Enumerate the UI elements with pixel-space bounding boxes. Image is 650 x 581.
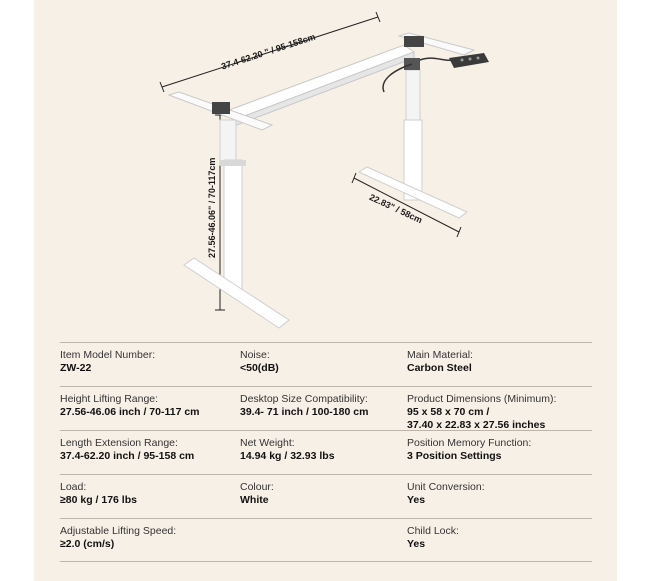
- spec-value: White: [240, 494, 269, 506]
- height-dimension-label: 27.56-46.06" / 70-117cm: [207, 157, 217, 258]
- spec-value-line-2: 37.40 x 22.83 x 27.56 inches: [407, 419, 546, 431]
- spec-label: Product Dimensions (Minimum):: [407, 393, 557, 405]
- right-column-lower: [403, 119, 423, 201]
- desk-frame-drawing: [159, 11, 489, 329]
- spec-label: Adjustable Lifting Speed:: [60, 525, 177, 537]
- spec-cell: Colour: White: [240, 475, 407, 518]
- spec-cell: Main Material: Carbon Steel: [407, 343, 592, 386]
- spec-row: Adjustable Lifting Speed: ≥2.0 (cm/s) Ch…: [60, 518, 592, 562]
- depth-dimension-line: [351, 172, 462, 238]
- spec-label: Item Model Number:: [60, 349, 156, 361]
- right-bracket: [404, 36, 424, 47]
- spec-value: Carbon Steel: [407, 362, 472, 374]
- spec-row: Item Model Number: ZW-22 Noise: <50(dB) …: [60, 342, 592, 386]
- spec-value: 3 Position Settings: [407, 450, 502, 462]
- spec-cell: Length Extension Range: 37.4-62.20 inch …: [60, 431, 240, 474]
- spec-label: Desktop Size Compatibility:: [240, 393, 368, 405]
- spec-cell-empty: [240, 519, 407, 561]
- spec-value: 95 x 58 x 70 cm /: [407, 406, 490, 418]
- left-foot: [183, 257, 290, 329]
- spec-label: Child Lock:: [407, 525, 459, 537]
- spec-label: Unit Conversion:: [407, 481, 485, 493]
- left-column-upper: [219, 119, 237, 166]
- spec-value: 37.4-62.20 inch / 95-158 cm: [60, 450, 195, 462]
- spec-row: Load: ≥80 kg / 176 lbs Colour: White Uni…: [60, 474, 592, 518]
- spec-value: ≥80 kg / 176 lbs: [60, 494, 137, 506]
- spec-value: 27.56-46.06 inch / 70-117 cm: [60, 406, 200, 418]
- spec-label: Main Material:: [407, 349, 473, 361]
- spec-cell: Net Weight: 14.94 kg / 32.93 lbs: [240, 431, 407, 474]
- spec-value: 14.94 kg / 32.93 lbs: [240, 450, 335, 462]
- spec-cell: Item Model Number: ZW-22: [60, 343, 240, 386]
- desk-frame-illustration: 37.4-62.20 " / 95-158cm 27.56-46.06" / 7…: [34, 0, 617, 340]
- left-bracket: [212, 102, 230, 114]
- spec-label: Height Lifting Range:: [60, 393, 159, 405]
- spec-value: Yes: [407, 494, 426, 506]
- spec-cell: Unit Conversion: Yes: [407, 475, 592, 518]
- left-column-lower: [223, 159, 243, 291]
- product-sheet: 37.4-62.20 " / 95-158cm 27.56-46.06" / 7…: [34, 0, 617, 581]
- spec-value: ≥2.0 (cm/s): [60, 538, 115, 550]
- spec-label: Length Extension Range:: [60, 437, 178, 449]
- spec-cell: Load: ≥80 kg / 176 lbs: [60, 475, 240, 518]
- spec-cell: Adjustable Lifting Speed: ≥2.0 (cm/s): [60, 519, 240, 561]
- spec-label: Colour:: [240, 481, 274, 493]
- spec-value: Yes: [407, 538, 426, 550]
- right-column-upper: [405, 69, 421, 126]
- right-foot: [357, 166, 468, 219]
- spec-cell: Height Lifting Range: 27.56-46.06 inch /…: [60, 387, 240, 430]
- control-box: [449, 53, 489, 68]
- spec-value: ZW-22: [60, 362, 92, 374]
- spec-value: 39.4- 71 inch / 100-180 cm: [240, 406, 369, 418]
- spec-label: Load:: [60, 481, 87, 493]
- specifications-table: Item Model Number: ZW-22 Noise: <50(dB) …: [60, 342, 592, 562]
- spec-cell: Product Dimensions (Minimum): 95 x 58 x …: [407, 387, 592, 431]
- width-dimension-line: [159, 11, 381, 93]
- spec-row: Length Extension Range: 37.4-62.20 inch …: [60, 430, 592, 474]
- spec-value: <50(dB): [240, 362, 279, 374]
- spec-cell: Desktop Size Compatibility: 39.4- 71 inc…: [240, 387, 407, 430]
- spec-cell: Child Lock: Yes: [407, 519, 592, 561]
- spec-cell: Noise: <50(dB): [240, 343, 407, 386]
- spec-cell: Position Memory Function: 3 Position Set…: [407, 431, 592, 474]
- cable: [382, 63, 413, 93]
- spec-label: Net Weight:: [240, 437, 295, 449]
- spec-label: Position Memory Function:: [407, 437, 532, 449]
- spec-label: Noise:: [240, 349, 270, 361]
- spec-row: Height Lifting Range: 27.56-46.06 inch /…: [60, 386, 592, 431]
